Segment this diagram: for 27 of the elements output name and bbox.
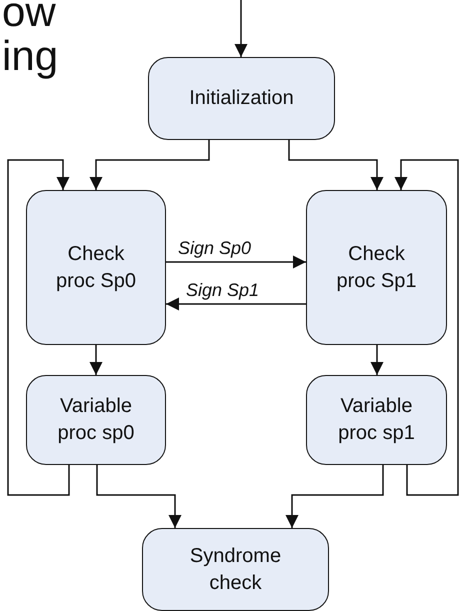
arrow <box>7 159 70 496</box>
process-box <box>142 528 329 611</box>
heading-fragment: ow <box>2 0 56 34</box>
node-label: Check proc Sp1 <box>335 242 418 294</box>
arrow <box>288 140 384 190</box>
process-box <box>306 375 447 465</box>
arrow <box>370 345 384 375</box>
process-box <box>148 57 335 140</box>
arrow <box>90 140 210 190</box>
process-box <box>26 190 166 345</box>
arrow <box>234 0 248 57</box>
arrow <box>286 465 384 528</box>
arrow <box>96 465 182 528</box>
process-box <box>306 190 447 345</box>
node-label: Initialization <box>188 86 295 111</box>
process-box <box>26 375 166 465</box>
node-label: Check proc Sp0 <box>54 242 138 294</box>
arrow <box>166 298 306 310</box>
edge-label: Sign Sp1 <box>186 280 260 300</box>
heading-fragment: ing <box>2 34 58 78</box>
node-label: Syndrome check <box>188 544 282 596</box>
arrow <box>394 159 459 496</box>
arrow <box>166 256 306 268</box>
node-label: Variable proc sp1 <box>337 394 416 446</box>
arrow <box>90 345 102 375</box>
edge-label: Sign Sp0 <box>178 238 252 258</box>
node-label: Variable proc sp0 <box>56 394 136 446</box>
